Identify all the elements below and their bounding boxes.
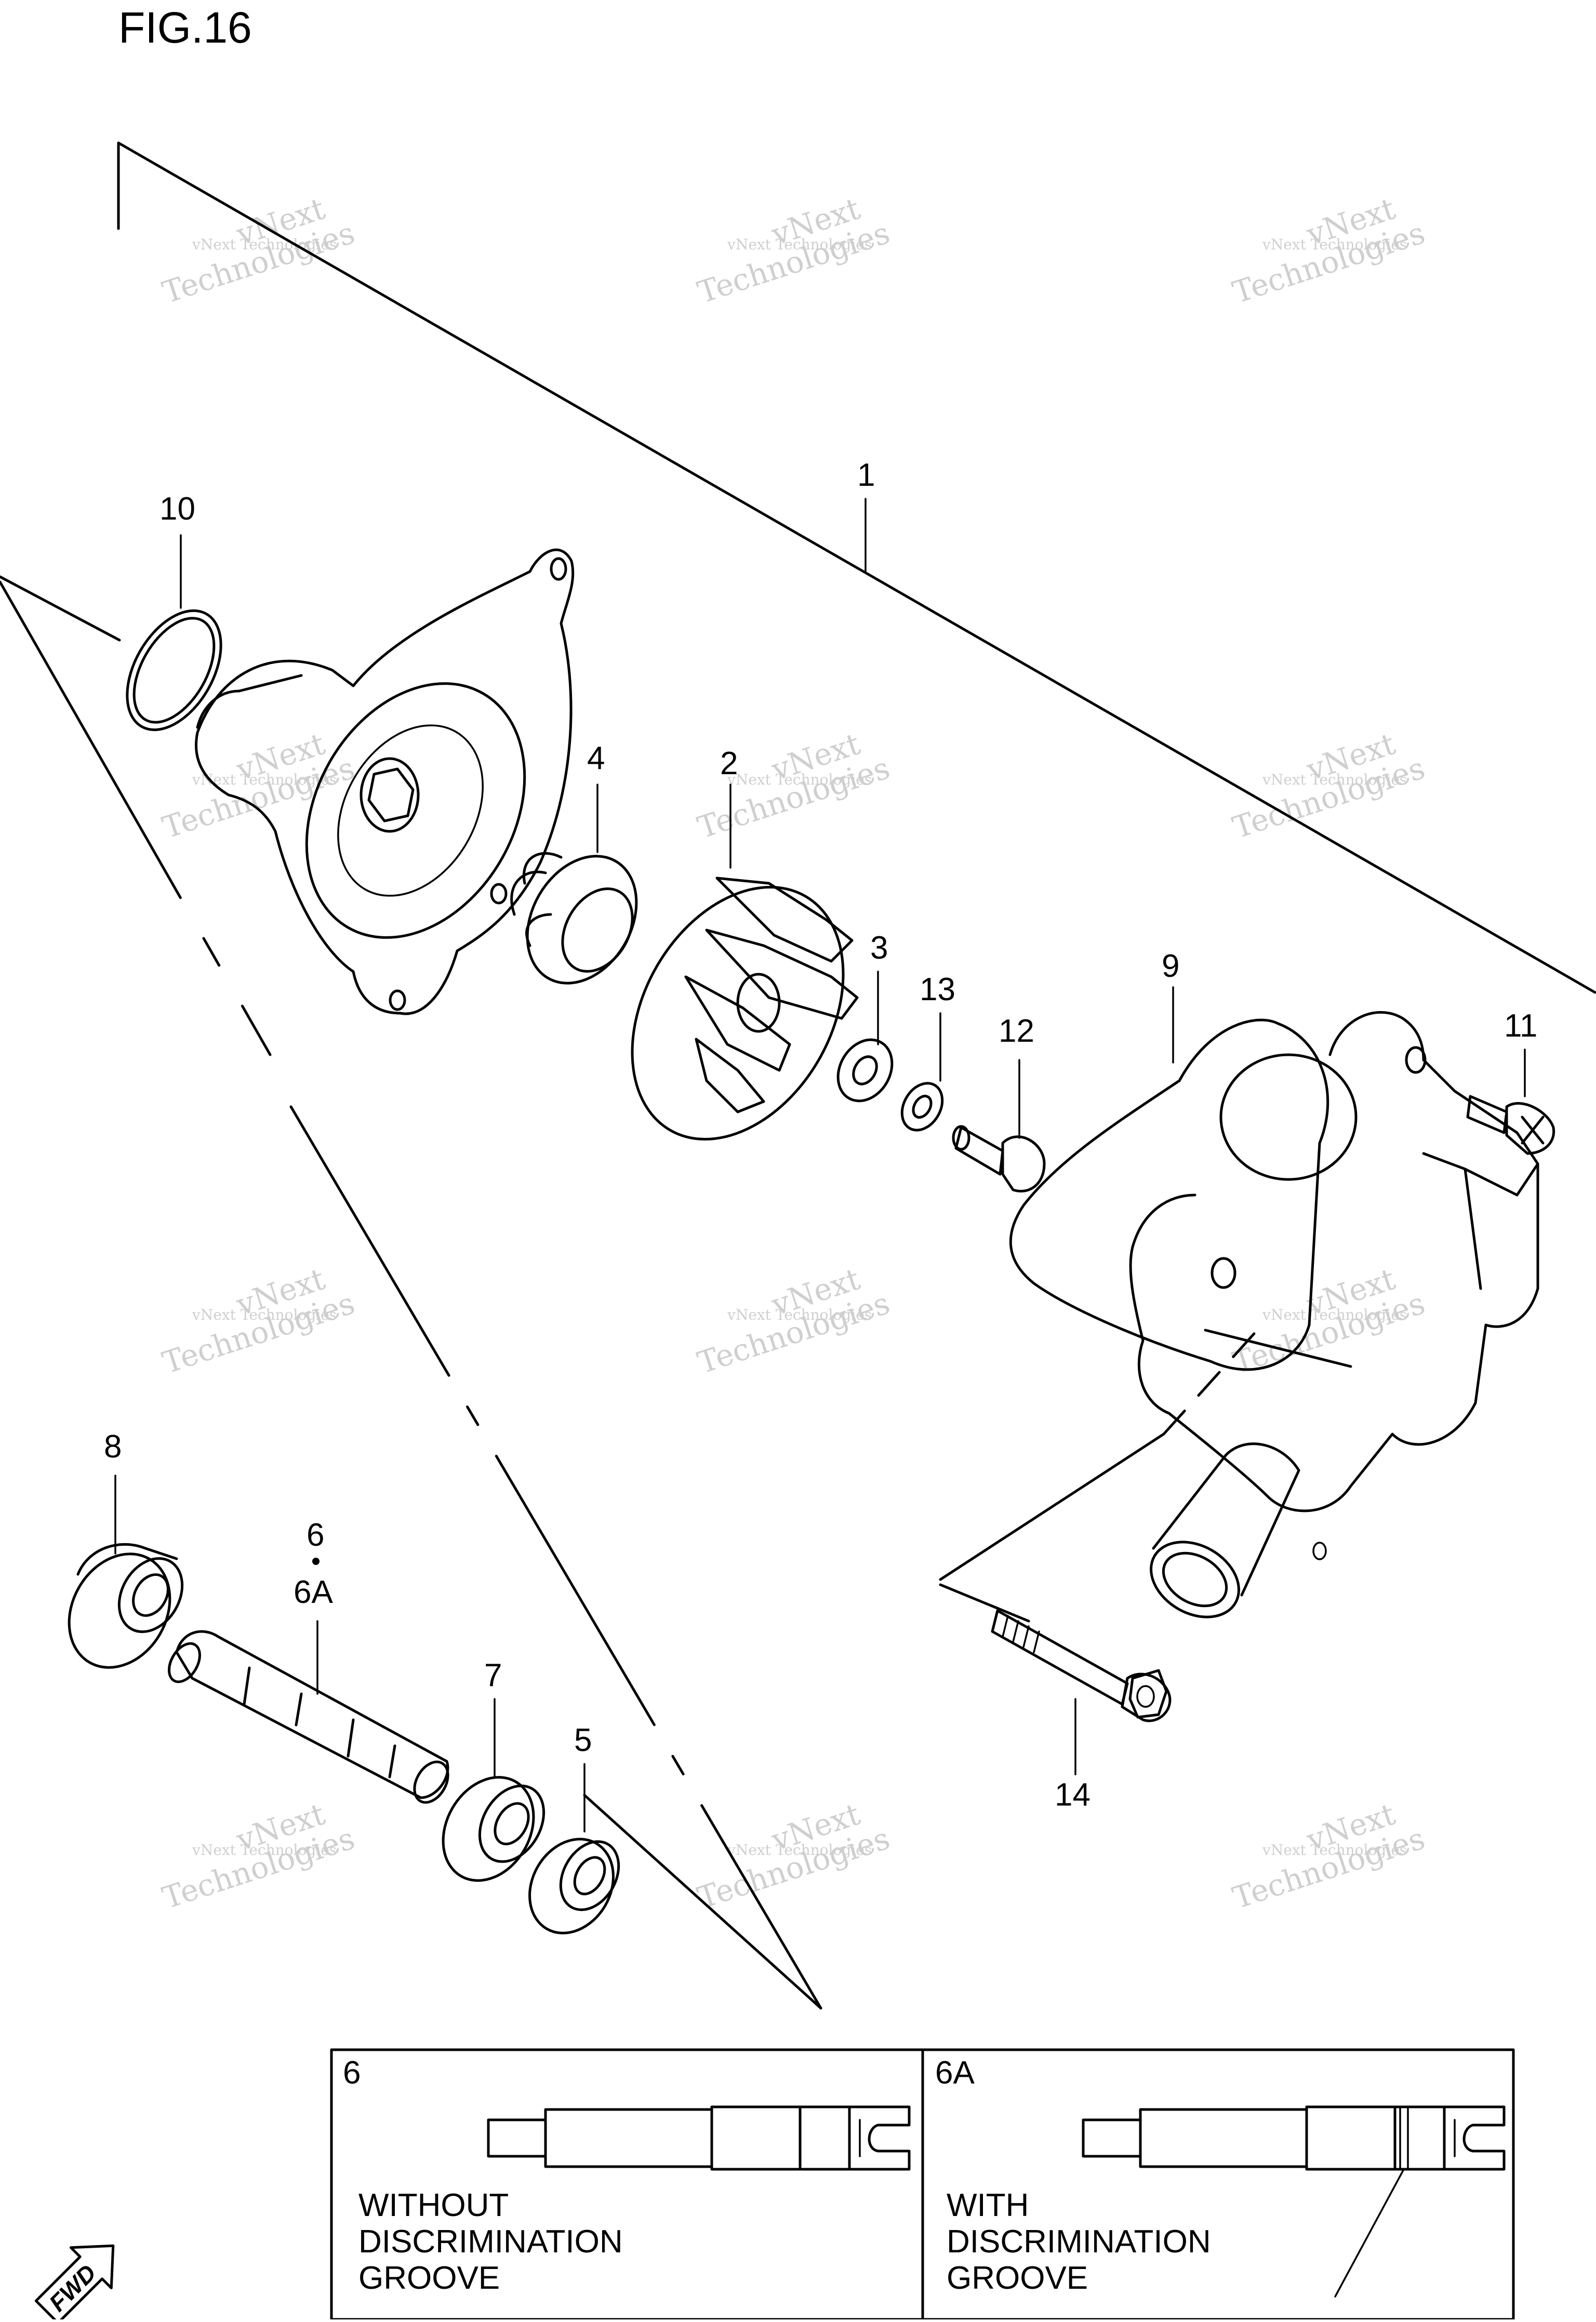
callout-11: 11: [1504, 1008, 1537, 1044]
fwd-badge: FWD: [34, 2244, 115, 2322]
callout-6-separator-dot: [312, 1558, 320, 1565]
watermark-small-text: vNext Technologies: [1262, 1841, 1407, 1859]
part-10-o-ring: [126, 609, 222, 732]
watermark-small-text: vNext Technologies: [727, 1306, 872, 1323]
watermark-small-text: vNext Technologies: [1262, 1306, 1407, 1323]
inset-right-line-2: DISCRIMINATION: [947, 2224, 1211, 2260]
inset-left-line-3: GROOVE: [358, 2260, 500, 2296]
callout-5: 5: [574, 1722, 592, 1758]
part-2-impeller: [631, 877, 859, 1140]
part-7-bearing: [442, 1776, 546, 1882]
part-3-washer: [836, 1038, 894, 1103]
pump-cover-housing: [195, 548, 575, 1015]
part-4-mechanical-seal: [510, 852, 638, 985]
callout-13: 13: [920, 972, 955, 1007]
watermark-small-text: vNext Technologies: [192, 1841, 337, 1859]
part-6-shaft: [168, 1630, 449, 1804]
inset-right-line-3: GROOVE: [947, 2260, 1088, 2296]
watermark-small-text: vNext Technologies: [192, 1306, 337, 1323]
inset-left-line-1: WITHOUT: [358, 2187, 509, 2223]
part-8-bearing: [68, 1543, 184, 1669]
callout-6: 6: [307, 1517, 324, 1553]
part-5-oil-seal: [528, 1838, 620, 1934]
figure-title: FIG.16: [118, 3, 252, 52]
inset-left-line-2: DISCRIMINATION: [358, 2224, 623, 2260]
callout-1: 1: [857, 457, 875, 493]
part-13-washer: [900, 1082, 944, 1132]
callout-4: 4: [587, 740, 605, 776]
watermark-small-text: vNext Technologies: [727, 771, 872, 788]
callout-labels: 1 2 3 4 5 6 6A 7 8 9 10 11 12 13 14: [104, 457, 1537, 1813]
callout-14: 14: [1055, 1777, 1090, 1813]
watermark-small-text: vNext Technologies: [727, 236, 872, 253]
callout-3: 3: [870, 930, 888, 966]
part-9-gasket: [1009, 1018, 1329, 1371]
inset-left-shaft: [487, 2105, 911, 2171]
callout-6A: 6A: [294, 1574, 333, 1610]
watermark-small-text: vNext Technologies: [1262, 771, 1407, 788]
part-14-bolt: [991, 1609, 1172, 1722]
watermark-small-text: vNext Technologies: [727, 1841, 872, 1859]
watermark-small-text: vNext Technologies: [192, 771, 337, 788]
inset-right-id: 6A: [935, 2055, 975, 2091]
part-12-bolt: [952, 1125, 1046, 1193]
assembly-boundary: [0, 141, 1596, 2010]
callout-8: 8: [104, 1429, 122, 1465]
part-11-screw: [1466, 1095, 1555, 1155]
shaft-variant-inset: 6 6A WITHOUT DISCRIMINATION GROOVE WITH …: [330, 2048, 1515, 2321]
watermark-small-text: vNext Technologies: [192, 236, 337, 253]
leader-lines: [114, 498, 1526, 1833]
callout-7: 7: [484, 1657, 502, 1693]
callout-2: 2: [720, 746, 738, 781]
watermark-small-text: vNext Technologies: [1262, 236, 1407, 253]
callout-10: 10: [159, 491, 195, 527]
water-pump-case: [1129, 1011, 1539, 1618]
inset-right-line-1: WITH: [947, 2187, 1029, 2223]
callout-9: 9: [1162, 948, 1179, 984]
inset-right-shaft: [1082, 2105, 1506, 2298]
callout-12: 12: [999, 1013, 1034, 1049]
inset-left-id: 6: [343, 2055, 361, 2091]
